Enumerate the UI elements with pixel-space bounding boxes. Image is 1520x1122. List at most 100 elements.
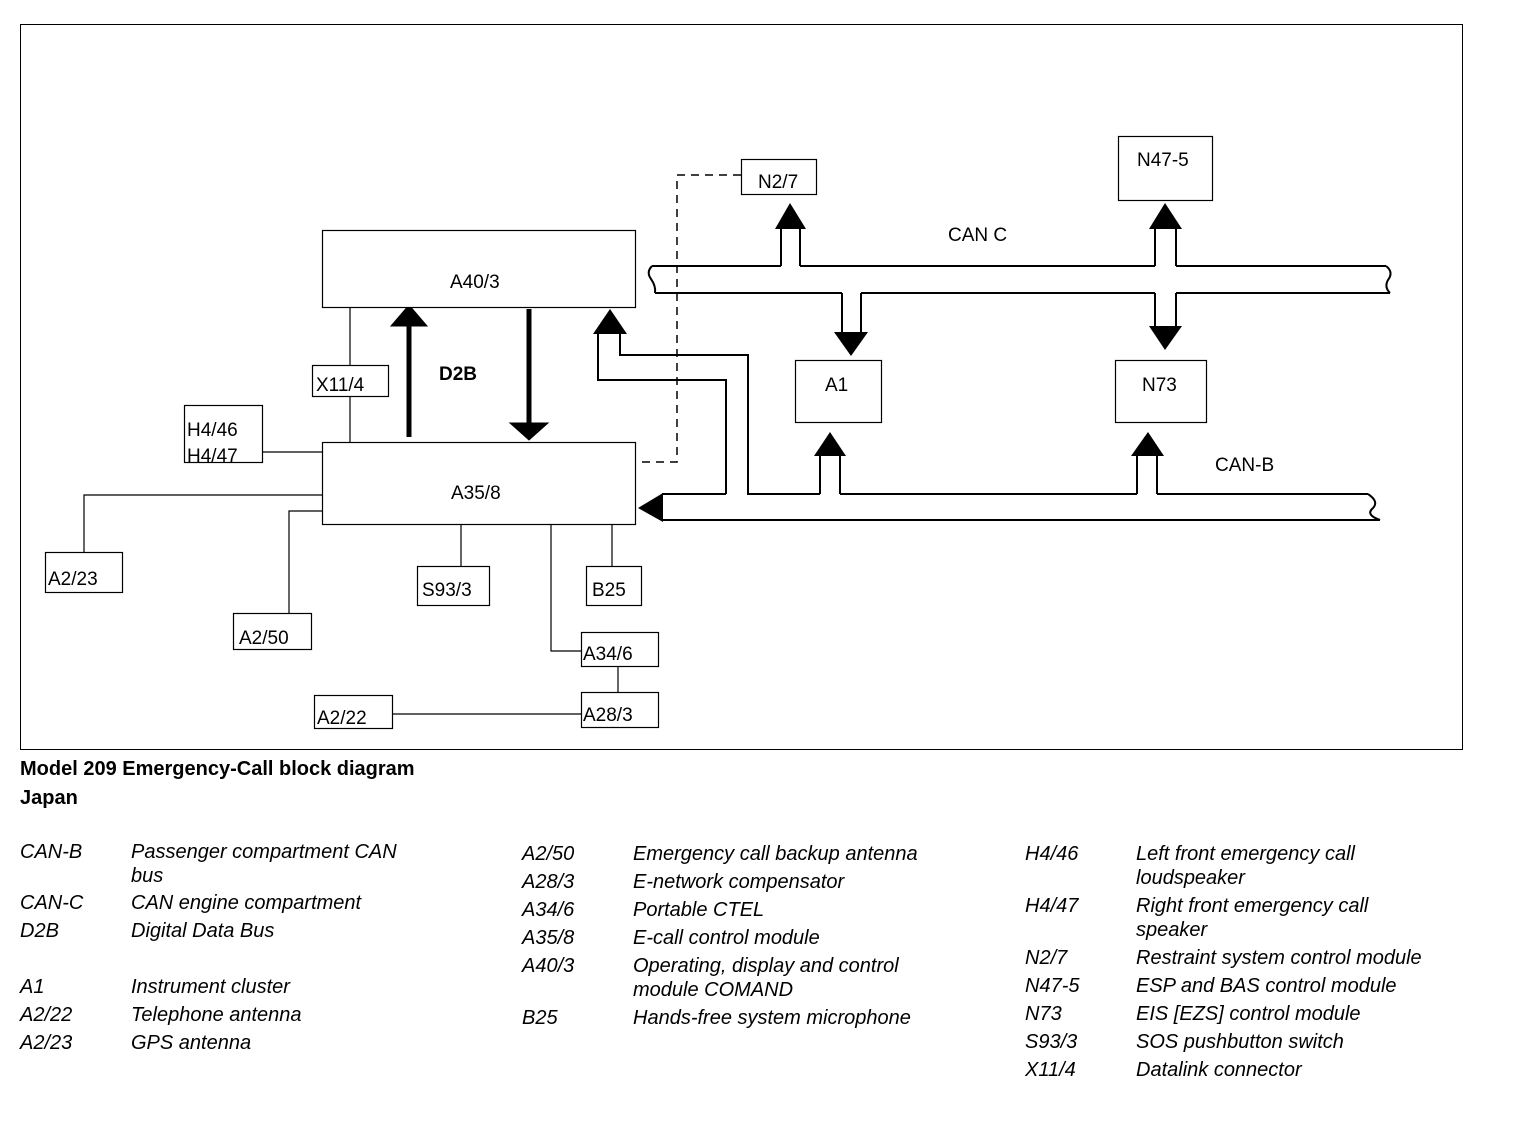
n2-7-box: [740, 158, 818, 196]
diagram-caption: Model 209 Emergency-Call block diagram J…: [20, 755, 415, 813]
legend-desc: Datalink connector: [1136, 1059, 1302, 1081]
legend-item: A1 Instrument cluster: [20, 975, 451, 999]
n2-7-dashed-link: [637, 174, 741, 463]
legend-item: A40/3 Operating, display and control mod…: [522, 954, 953, 1002]
can-b-bus: [597, 332, 1381, 521]
legend-desc: E-call control module: [633, 927, 820, 949]
legend-item: H4/47 Right front emergency call speaker: [1025, 894, 1456, 942]
connector-lines: [83, 307, 619, 715]
n73-box: [1114, 359, 1208, 424]
legend-code: A34/6: [522, 899, 575, 921]
legend-desc: Hands-free system microphone: [633, 1007, 911, 1029]
bus-arrowheads: [593, 203, 1182, 522]
legend-desc: Passenger compartment CAN bus: [131, 841, 397, 887]
legend-desc: EIS [EZS] control module: [1136, 1003, 1361, 1025]
s93-3-box: [416, 565, 491, 607]
legend-desc: Restraint system control module: [1136, 947, 1422, 969]
legend-item: H4/46 Left front emergency call loudspea…: [1025, 842, 1456, 890]
legend-code: B25: [522, 1007, 558, 1029]
legend-item: A2/23 GPS antenna: [20, 1031, 451, 1055]
legend-code: N2/7: [1025, 947, 1068, 969]
legend-code: A2/23: [20, 1032, 73, 1054]
a40-3-label: A40/3: [450, 272, 500, 293]
legend-column-3: H4/46 Left front emergency call loudspea…: [1025, 842, 1456, 1082]
legend-desc: Digital Data Bus: [131, 920, 275, 942]
legend-code: A2/22: [20, 1004, 73, 1026]
a1-box: [794, 359, 883, 424]
legend-code: A1: [20, 976, 45, 998]
n47-5-label: N47-5: [1137, 150, 1189, 171]
n73-label: N73: [1142, 375, 1177, 396]
legend-desc: Operating, display and control module CO…: [633, 955, 899, 1001]
legend-item: A2/22 Telephone antenna: [20, 1003, 451, 1027]
legend-desc: ESP and BAS control module: [1136, 975, 1397, 997]
legend-desc: Telephone antenna: [131, 1004, 302, 1026]
legend-item: N47-5 ESP and BAS control module: [1025, 974, 1456, 998]
legend-item: A2/50 Emergency call backup antenna: [522, 842, 953, 866]
can-c-label: CAN C: [948, 225, 1007, 246]
a2-23-label: A2/23: [48, 569, 98, 590]
h4-46-label: H4/46: [187, 420, 238, 441]
a40-3-box: [321, 229, 637, 309]
caption-title: Model 209 Emergency-Call block diagram: [20, 758, 415, 780]
a28-3-box: [580, 691, 660, 729]
legend-item: A35/8 E-call control module: [522, 926, 953, 950]
legend-code: D2B: [20, 920, 59, 942]
a34-6-box: [580, 631, 660, 668]
legend-item: S93/3 SOS pushbutton switch: [1025, 1030, 1456, 1054]
can-c-bus: [647, 228, 1392, 332]
legend-item: N73 EIS [EZS] control module: [1025, 1002, 1456, 1026]
legend-item: D2B Digital Data Bus: [20, 919, 451, 943]
a35-8-box: [321, 441, 637, 526]
legend-code: H4/47: [1025, 895, 1079, 917]
component-boxes: [44, 135, 1214, 730]
legend-code: H4/46: [1025, 843, 1079, 865]
legend-column-2: A2/50 Emergency call backup antenna A28/…: [522, 842, 953, 1030]
a34-6-label: A34/6: [583, 644, 633, 665]
legend-code: A28/3: [522, 871, 575, 893]
legend-item: CAN-B Passenger compartment CAN bus: [20, 840, 451, 888]
b25-label: B25: [592, 580, 626, 601]
block-diagram: A40/3 A35/8 N2/7 N47-5 A1 N73 X11/4 H4/4…: [20, 24, 1463, 750]
a2-50-box: [232, 612, 313, 651]
a2-22-box: [313, 694, 394, 730]
s93-3-label: S93/3: [422, 580, 472, 601]
legend-column-1: CAN-B Passenger compartment CAN bus CAN-…: [20, 840, 451, 1055]
n2-7-label: N2/7: [758, 172, 798, 193]
legend-desc: E-network compensator: [633, 871, 845, 893]
legend-item: A28/3 E-network compensator: [522, 870, 953, 894]
legend-desc: CAN engine compartment: [131, 892, 362, 914]
legend-code: A35/8: [522, 927, 575, 949]
can-b-label: CAN-B: [1215, 455, 1274, 476]
legend-code: N47-5: [1025, 975, 1080, 997]
legend-desc: Portable CTEL: [633, 899, 765, 921]
legend-desc: Right front emergency call speaker: [1136, 895, 1369, 941]
caption-region: Japan: [20, 787, 78, 809]
legend-desc: Instrument cluster: [131, 976, 290, 998]
legend-code: CAN-C: [20, 892, 84, 914]
b25-box: [585, 565, 643, 607]
x11-4-box: [311, 364, 390, 398]
legend-item: A34/6 Portable CTEL: [522, 898, 953, 922]
h4-46-47-box: [183, 404, 264, 464]
x11-4-label: X11/4: [316, 375, 365, 396]
legend-item: CAN-C CAN engine compartment: [20, 891, 451, 915]
diagram-frame: [20, 24, 1463, 750]
legend-code: A40/3: [522, 955, 575, 977]
legend-item: N2/7 Restraint system control module: [1025, 946, 1456, 970]
h4-47-label: H4/47: [187, 446, 238, 467]
n47-5-box: [1117, 135, 1214, 202]
legend-code: S93/3: [1025, 1031, 1078, 1053]
a35-8-label: A35/8: [451, 483, 501, 504]
d2b-label: D2B: [439, 364, 477, 385]
a2-22-label: A2/22: [317, 708, 367, 729]
a2-50-label: A2/50: [239, 628, 289, 649]
a28-3-label: A28/3: [583, 705, 633, 726]
legend-code: N73: [1025, 1003, 1062, 1025]
a1-label: A1: [825, 375, 848, 396]
legend-desc: SOS pushbutton switch: [1136, 1031, 1344, 1053]
d2b-arrows: [389, 304, 550, 441]
legend-item: B25 Hands-free system microphone: [522, 1006, 953, 1030]
legend-item: X11/4 Datalink connector: [1025, 1058, 1456, 1082]
legend-code: CAN-B: [20, 841, 83, 863]
